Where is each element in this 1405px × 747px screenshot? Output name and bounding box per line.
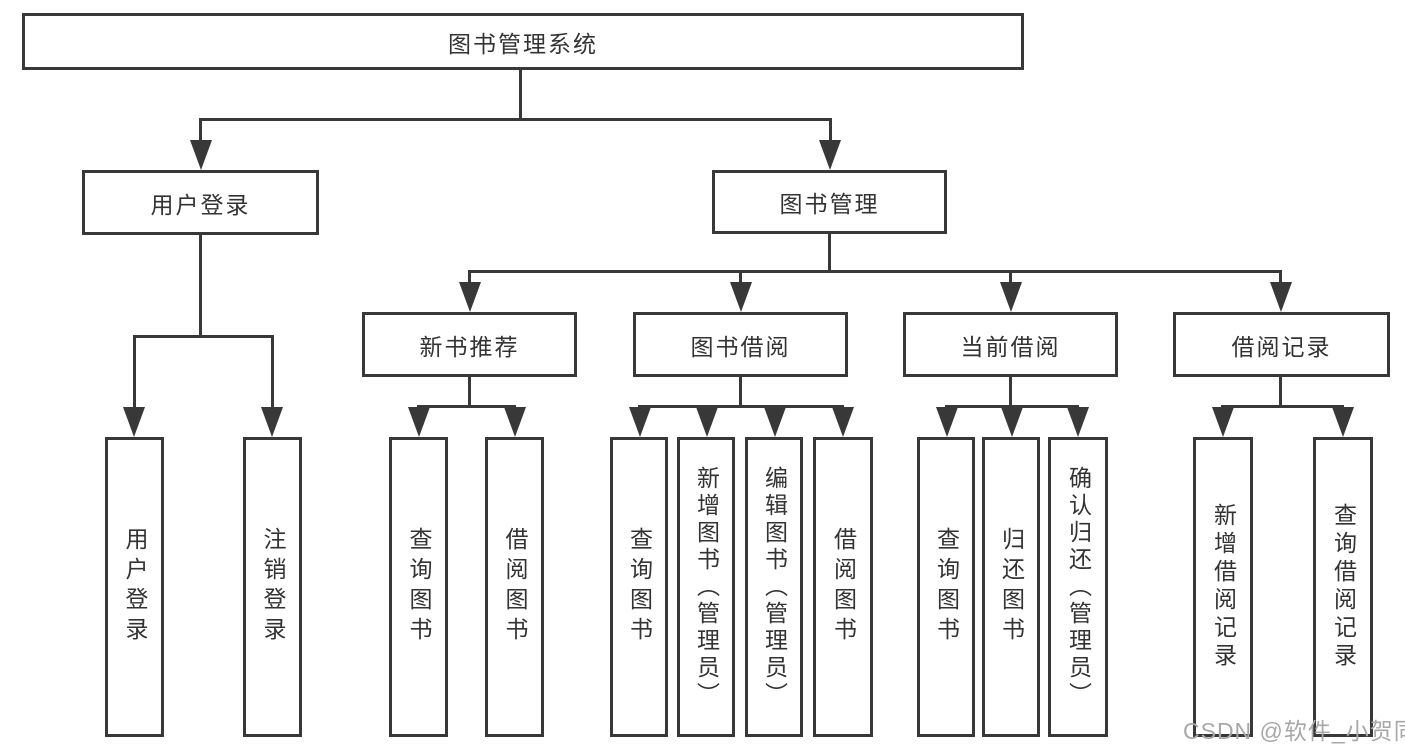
connector-line (739, 270, 742, 285)
connector-line (199, 118, 832, 121)
leaf-return-books: 归还图书 (982, 437, 1040, 737)
node-user-login: 用户登录 (82, 170, 319, 235)
node-book-borrowing: 图书借阅 (633, 312, 848, 377)
arrow-down-icon (819, 140, 841, 170)
connector-line (417, 405, 516, 408)
node-current-borrowing: 当前借阅 (903, 312, 1118, 377)
leaf-query-borrow-record: 查询借阅记录 (1313, 437, 1373, 737)
arrow-down-icon (408, 407, 430, 437)
node-book-management: 图书管理 (712, 170, 947, 234)
arrow-down-icon (1212, 407, 1234, 437)
connector-line (739, 377, 742, 405)
leaf-add-borrow-record: 新增借阅记录 (1193, 437, 1253, 737)
connector-line (829, 118, 832, 145)
arrow-down-icon (1067, 407, 1089, 437)
leaf-query-books-borrowing: 查询图书 (610, 437, 668, 737)
arrow-down-icon (459, 282, 481, 312)
arrow-down-icon (1332, 407, 1354, 437)
connector-line (638, 405, 844, 408)
connector-line (199, 118, 202, 145)
leaf-confirm-return-admin: 确认归还（管理员） (1048, 437, 1108, 737)
connector-line (468, 270, 1282, 273)
connector-line (828, 234, 831, 270)
connector-line (468, 270, 471, 285)
leaf-query-books-recommend: 查询图书 (389, 437, 448, 737)
connector-line (1221, 405, 1344, 408)
leaf-user-login: 用户登录 (105, 437, 164, 737)
leaf-add-books-admin: 新增图书（管理员） (677, 437, 735, 737)
leaf-edit-books-admin: 编辑图书（管理员） (745, 437, 803, 737)
connector-line (271, 335, 274, 410)
csdn-watermark: CSDN @软件_小贺同学 (1183, 718, 1405, 744)
arrow-down-icon (629, 407, 651, 437)
arrow-down-icon (832, 407, 854, 437)
connector-line (133, 335, 273, 338)
connector-line (468, 377, 471, 405)
arrow-down-icon (1001, 407, 1023, 437)
connector-line (1009, 270, 1012, 285)
arrow-down-icon (504, 407, 526, 437)
arrow-down-icon (730, 282, 752, 312)
leaf-borrow-books-recommend: 借阅图书 (485, 437, 544, 737)
leaf-query-books-current: 查询图书 (917, 437, 975, 737)
connector-line (1009, 377, 1012, 405)
arrow-down-icon (1000, 282, 1022, 312)
node-borrowing-records: 借阅记录 (1173, 312, 1390, 377)
arrow-down-icon (936, 407, 958, 437)
leaf-borrow-books: 借阅图书 (813, 437, 873, 737)
node-new-book-recommendation: 新书推荐 (362, 312, 577, 377)
arrow-down-icon (190, 140, 212, 170)
node-library-management-system: 图书管理系统 (22, 13, 1024, 70)
connector-line (1279, 377, 1282, 405)
arrow-down-icon (1270, 282, 1292, 312)
arrow-down-icon (696, 407, 718, 437)
arrow-down-icon (123, 407, 145, 437)
arrow-down-icon (261, 407, 283, 437)
connector-line (519, 68, 522, 118)
connector-line (199, 235, 202, 335)
connector-line (133, 335, 136, 410)
connector-line (1279, 270, 1282, 285)
leaf-logout: 注销登录 (243, 437, 302, 737)
arrow-down-icon (764, 407, 786, 437)
